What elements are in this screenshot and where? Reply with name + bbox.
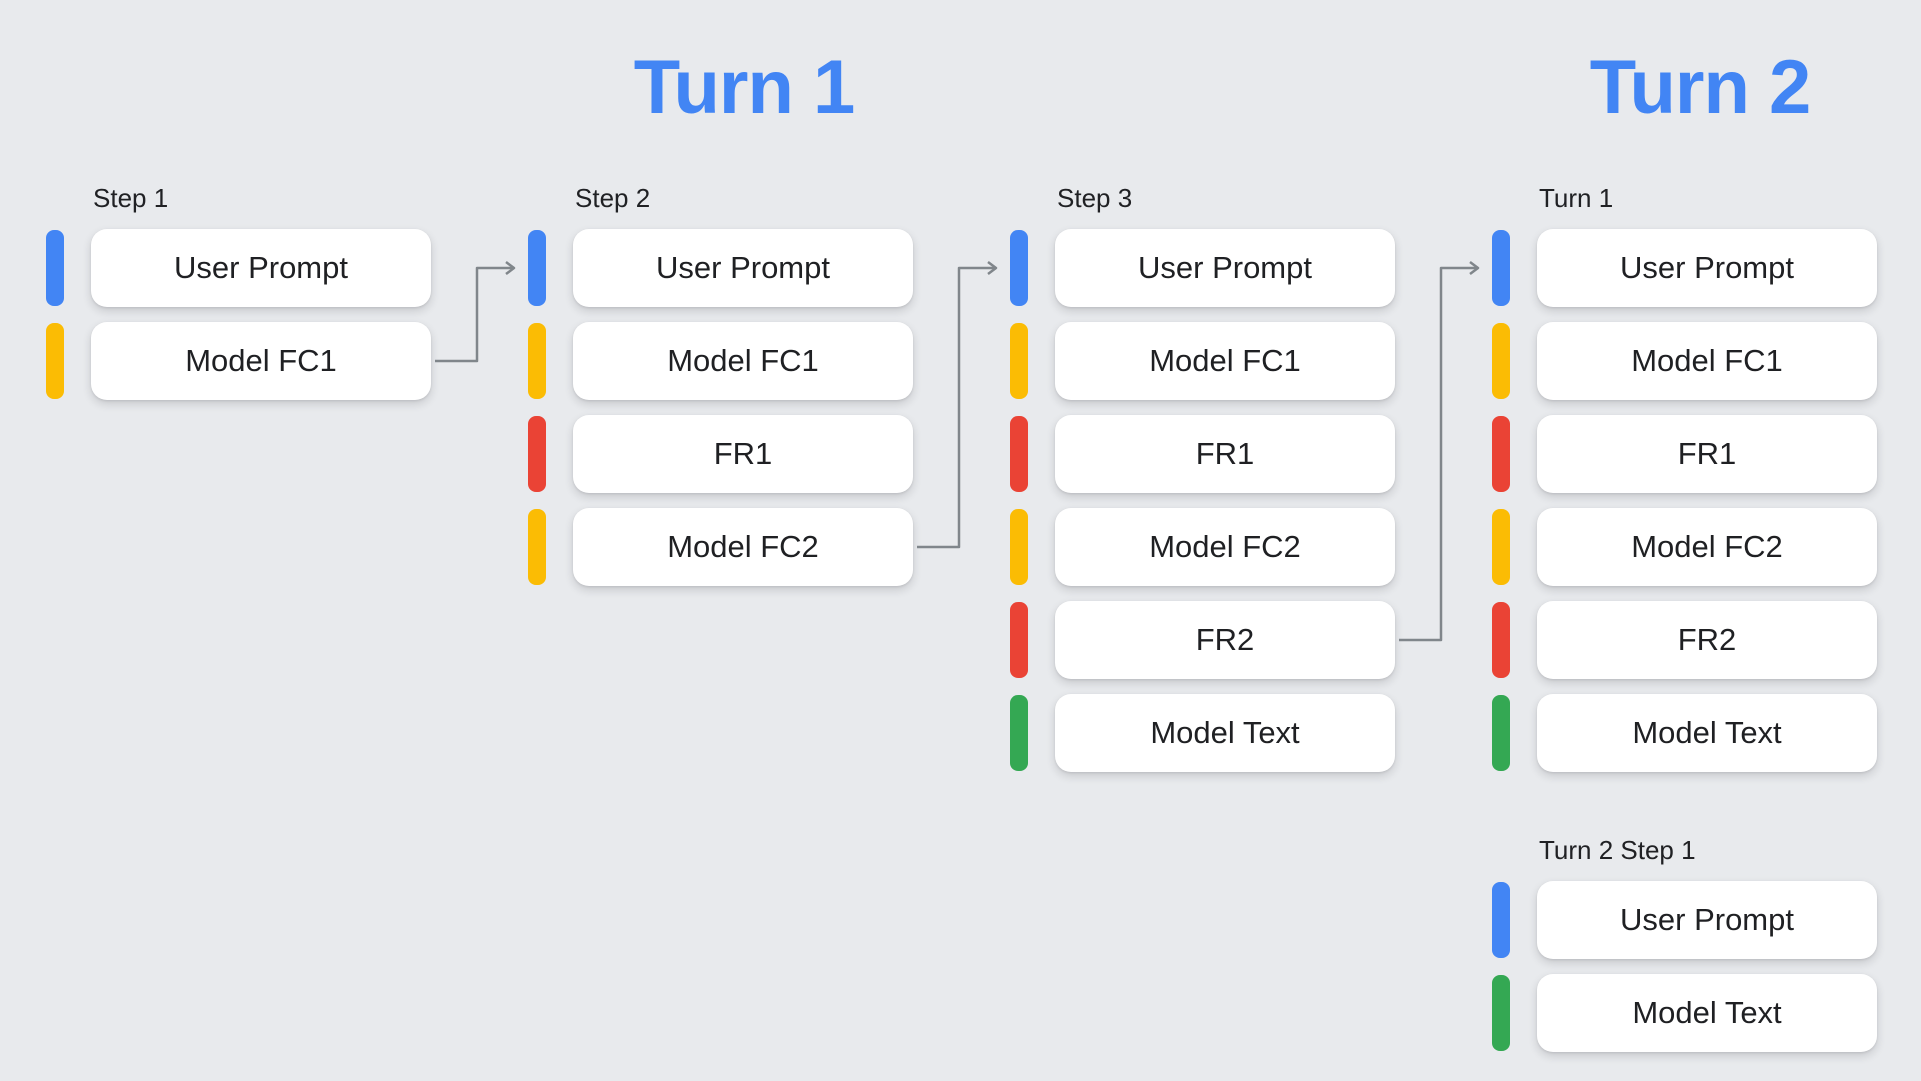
box-model-fc2: Model FC2 (1537, 508, 1877, 586)
model-fc-color-bar (528, 323, 546, 399)
diagram-row: Model FC2 (1010, 508, 1395, 586)
box-model-fc1: Model FC1 (91, 322, 431, 400)
diagram-row: Model FC1 (528, 322, 913, 400)
box-fr1: FR1 (1537, 415, 1877, 493)
box-model-text: Model Text (1537, 694, 1877, 772)
model-fc-color-bar (1010, 323, 1028, 399)
model-fc-color-bar (528, 509, 546, 585)
box-model-text: Model Text (1055, 694, 1395, 772)
diagram-row: User Prompt (1492, 229, 1877, 307)
box-model-fc2: Model FC2 (573, 508, 913, 586)
box-user-prompt: User Prompt (1055, 229, 1395, 307)
box-model-fc1: Model FC1 (1055, 322, 1395, 400)
box-model-fc1: Model FC1 (1537, 322, 1877, 400)
diagram-row: Model Text (1492, 694, 1877, 772)
model-fc-color-bar (1492, 509, 1510, 585)
box-user-prompt: User Prompt (1537, 881, 1877, 959)
user-prompt-color-bar (1492, 230, 1510, 306)
box-model-fc2: Model FC2 (1055, 508, 1395, 586)
user-prompt-color-bar (1492, 882, 1510, 958)
diagram-row: Model Text (1492, 974, 1877, 1052)
model-fc-color-bar (46, 323, 64, 399)
diagram-row: User Prompt (1010, 229, 1395, 307)
function-response-color-bar (1492, 602, 1510, 678)
diagram-row: Model FC2 (1492, 508, 1877, 586)
diagram-row: FR1 (528, 415, 913, 493)
group-label: Turn 2 Step 1 (1539, 835, 1696, 865)
diagram-row: FR2 (1010, 601, 1395, 679)
arrow-step1-to-step2 (435, 261, 516, 363)
model-fc-color-bar (1010, 509, 1028, 585)
function-response-color-bar (528, 416, 546, 492)
box-fr2: FR2 (1537, 601, 1877, 679)
diagram-row: FR2 (1492, 601, 1877, 679)
diagram-row: FR1 (1010, 415, 1395, 493)
model-text-color-bar (1492, 695, 1510, 771)
group-label: Step 3 (1057, 183, 1133, 213)
arrow-step3-to-turn1 (1399, 261, 1480, 642)
box-model-fc1: Model FC1 (573, 322, 913, 400)
diagram-row: User Prompt (46, 229, 431, 307)
diagram-row: Model FC1 (46, 322, 431, 400)
function-response-color-bar (1010, 416, 1028, 492)
box-fr2: FR2 (1055, 601, 1395, 679)
turn-1-heading: Turn 1 (633, 45, 856, 130)
arrow-step2-to-step3 (917, 261, 998, 549)
function-response-color-bar (1492, 416, 1510, 492)
turn-2-heading: Turn 2 (1589, 45, 1812, 130)
box-model-text: Model Text (1537, 974, 1877, 1052)
diagram-row: User Prompt (1492, 881, 1877, 959)
group-label: Turn 1 (1539, 183, 1614, 213)
user-prompt-color-bar (1010, 230, 1028, 306)
model-text-color-bar (1492, 975, 1510, 1051)
user-prompt-color-bar (528, 230, 546, 306)
diagram-row: User Prompt (528, 229, 913, 307)
diagram-row: Model FC1 (1492, 322, 1877, 400)
user-prompt-color-bar (46, 230, 64, 306)
diagram-row: FR1 (1492, 415, 1877, 493)
box-user-prompt: User Prompt (573, 229, 913, 307)
box-fr1: FR1 (1055, 415, 1395, 493)
diagram-row: Model Text (1010, 694, 1395, 772)
group-label: Step 2 (575, 183, 651, 213)
diagram-row: Model FC2 (528, 508, 913, 586)
model-fc-color-bar (1492, 323, 1510, 399)
model-text-color-bar (1010, 695, 1028, 771)
box-user-prompt: User Prompt (91, 229, 431, 307)
function-response-color-bar (1010, 602, 1028, 678)
diagram-row: Model FC1 (1010, 322, 1395, 400)
box-user-prompt: User Prompt (1537, 229, 1877, 307)
box-fr1: FR1 (573, 415, 913, 493)
group-label: Step 1 (93, 183, 169, 213)
